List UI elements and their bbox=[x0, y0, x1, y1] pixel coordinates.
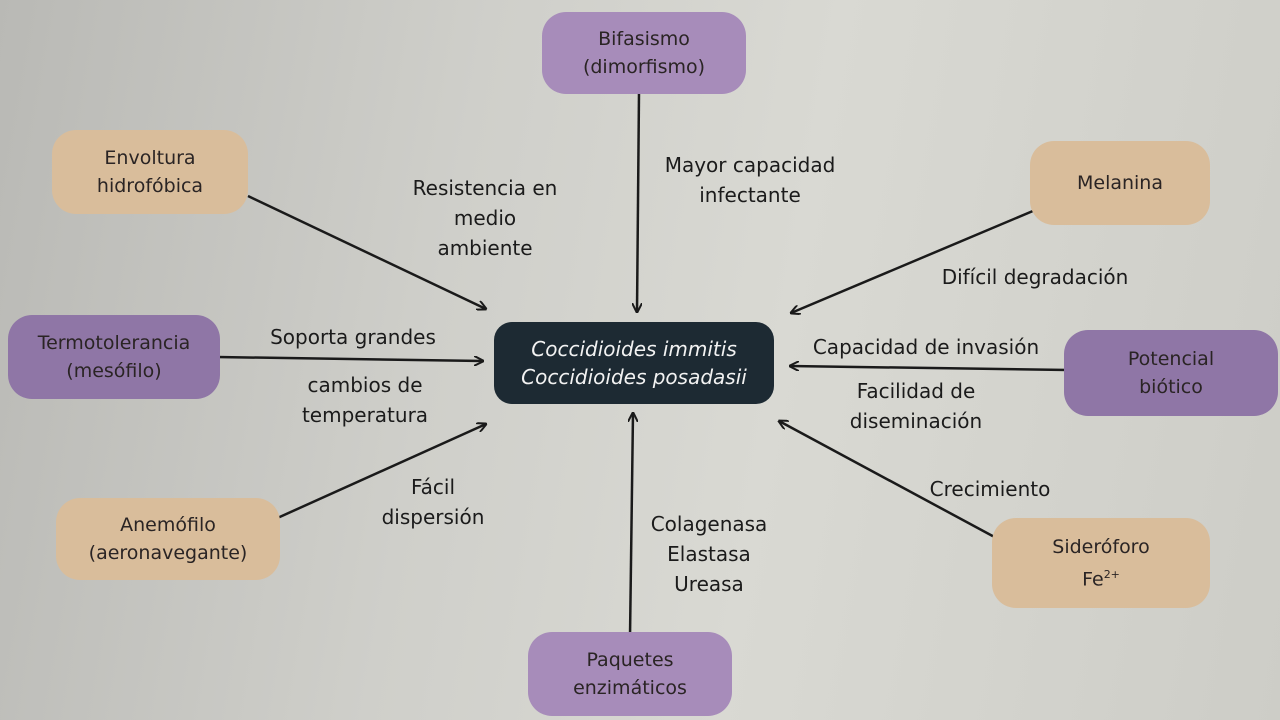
node-paquetes: Paquetes enzimáticos bbox=[528, 632, 732, 716]
label-termotolerancia-bottom: cambios de temperatura bbox=[280, 370, 450, 430]
label-termotolerancia-top: Soporta grandes bbox=[255, 322, 451, 352]
label-paquetes-line-2: Elastasa bbox=[667, 542, 751, 566]
arrow-termotolerancia bbox=[216, 355, 483, 361]
node-sideroforo-fe: Fe bbox=[1082, 568, 1104, 591]
node-bifasismo-line-2: (dimorfismo) bbox=[582, 56, 706, 78]
node-sideroforo-superscript: 2+ bbox=[1103, 567, 1120, 581]
label-anemofilo-line-1: Fácil bbox=[410, 475, 456, 499]
label-melanina-line-1: Difícil degradación bbox=[941, 265, 1129, 289]
center-line-1: Coccidioides immitis bbox=[531, 337, 737, 361]
label-bifasismo-line-1: Mayor capacidad bbox=[664, 153, 836, 177]
label-paquetes-line-3: Ureasa bbox=[674, 572, 744, 596]
label-bifasismo: Mayor capacidad infectante bbox=[650, 150, 850, 210]
node-anemofilo-line-1: Anemófilo bbox=[120, 514, 216, 536]
node-melanina-line-1: Melanina bbox=[1076, 172, 1163, 194]
node-melanina: Melanina bbox=[1030, 141, 1210, 225]
label-potencial-top-line-1: Capacidad de invasión bbox=[812, 335, 1040, 359]
node-bifasismo: Bifasismo (dimorfismo) bbox=[542, 12, 746, 94]
label-potencial-bottom-line-2: diseminación bbox=[849, 409, 983, 433]
arrow-sideroforo bbox=[779, 421, 1001, 542]
arrow-envoltura bbox=[247, 194, 486, 309]
label-potencial-bottom-line-1: Facilidad de bbox=[856, 379, 976, 403]
arrow-potencial bbox=[790, 366, 1069, 372]
center-node: Coccidioides immitis Coccidioides posada… bbox=[494, 322, 774, 404]
node-envoltura-line-2: hidrofóbica bbox=[96, 175, 204, 197]
node-potencial-line-1: Potencial bbox=[1127, 348, 1215, 370]
node-anemofilo-line-2: (aeronavegante) bbox=[88, 542, 248, 564]
label-termotolerancia-bottom-line-1: cambios de bbox=[307, 373, 423, 397]
label-sideroforo-line-1: Crecimiento bbox=[929, 477, 1051, 501]
label-bifasismo-line-2: infectante bbox=[699, 183, 801, 207]
label-paquetes-line-1: Colagenasa bbox=[650, 512, 768, 536]
node-termotolerancia: Termotolerancia (mesófilo) bbox=[8, 315, 220, 399]
node-sideroforo-line-2: Fe2+ bbox=[1082, 561, 1120, 593]
center-line-2: Coccidioides posadasii bbox=[521, 365, 747, 389]
label-sideroforo: Crecimiento bbox=[910, 474, 1070, 504]
arrow-bifasismo bbox=[637, 91, 639, 312]
node-potencial-line-2: biótico bbox=[1139, 376, 1203, 398]
label-envoltura-line-2: medio bbox=[453, 206, 517, 230]
node-anemofilo: Anemófilo (aeronavegante) bbox=[56, 498, 280, 580]
node-termotolerancia-line-1: Termotolerancia bbox=[37, 332, 191, 354]
node-termotolerancia-line-2: (mesófilo) bbox=[66, 360, 162, 382]
label-melanina: Difícil degradación bbox=[922, 262, 1148, 292]
node-paquetes-line-2: enzimáticos bbox=[573, 677, 687, 699]
arrow-anemofilo bbox=[272, 424, 486, 522]
node-envoltura-line-1: Envoltura bbox=[104, 147, 196, 169]
node-sideroforo-line-1: Sideróforo bbox=[1052, 535, 1150, 558]
label-termotolerancia-top-line-1: Soporta grandes bbox=[270, 325, 436, 349]
label-envoltura-line-3: ambiente bbox=[437, 236, 533, 260]
node-potencial: Potencial biótico bbox=[1064, 330, 1278, 416]
label-potencial-bottom: Facilidad de diseminación bbox=[828, 376, 1004, 436]
label-anemofilo-line-2: dispersión bbox=[381, 505, 485, 529]
arrow-paquetes bbox=[630, 413, 633, 638]
node-envoltura: Envoltura hidrofóbica bbox=[52, 130, 248, 214]
node-sideroforo: Sideróforo Fe2+ bbox=[992, 518, 1210, 608]
node-paquetes-line-1: Paquetes bbox=[586, 649, 674, 671]
label-anemofilo: Fácil dispersión bbox=[368, 472, 498, 532]
label-paquetes: Colagenasa Elastasa Ureasa bbox=[634, 509, 784, 599]
label-envoltura: Resistencia en medio ambiente bbox=[400, 173, 570, 263]
label-envoltura-line-1: Resistencia en bbox=[412, 176, 558, 200]
arrow-melanina bbox=[791, 206, 1041, 313]
node-bifasismo-line-1: Bifasismo bbox=[598, 28, 690, 50]
label-termotolerancia-bottom-line-2: temperatura bbox=[301, 403, 429, 427]
label-potencial-top: Capacidad de invasión bbox=[796, 332, 1056, 362]
